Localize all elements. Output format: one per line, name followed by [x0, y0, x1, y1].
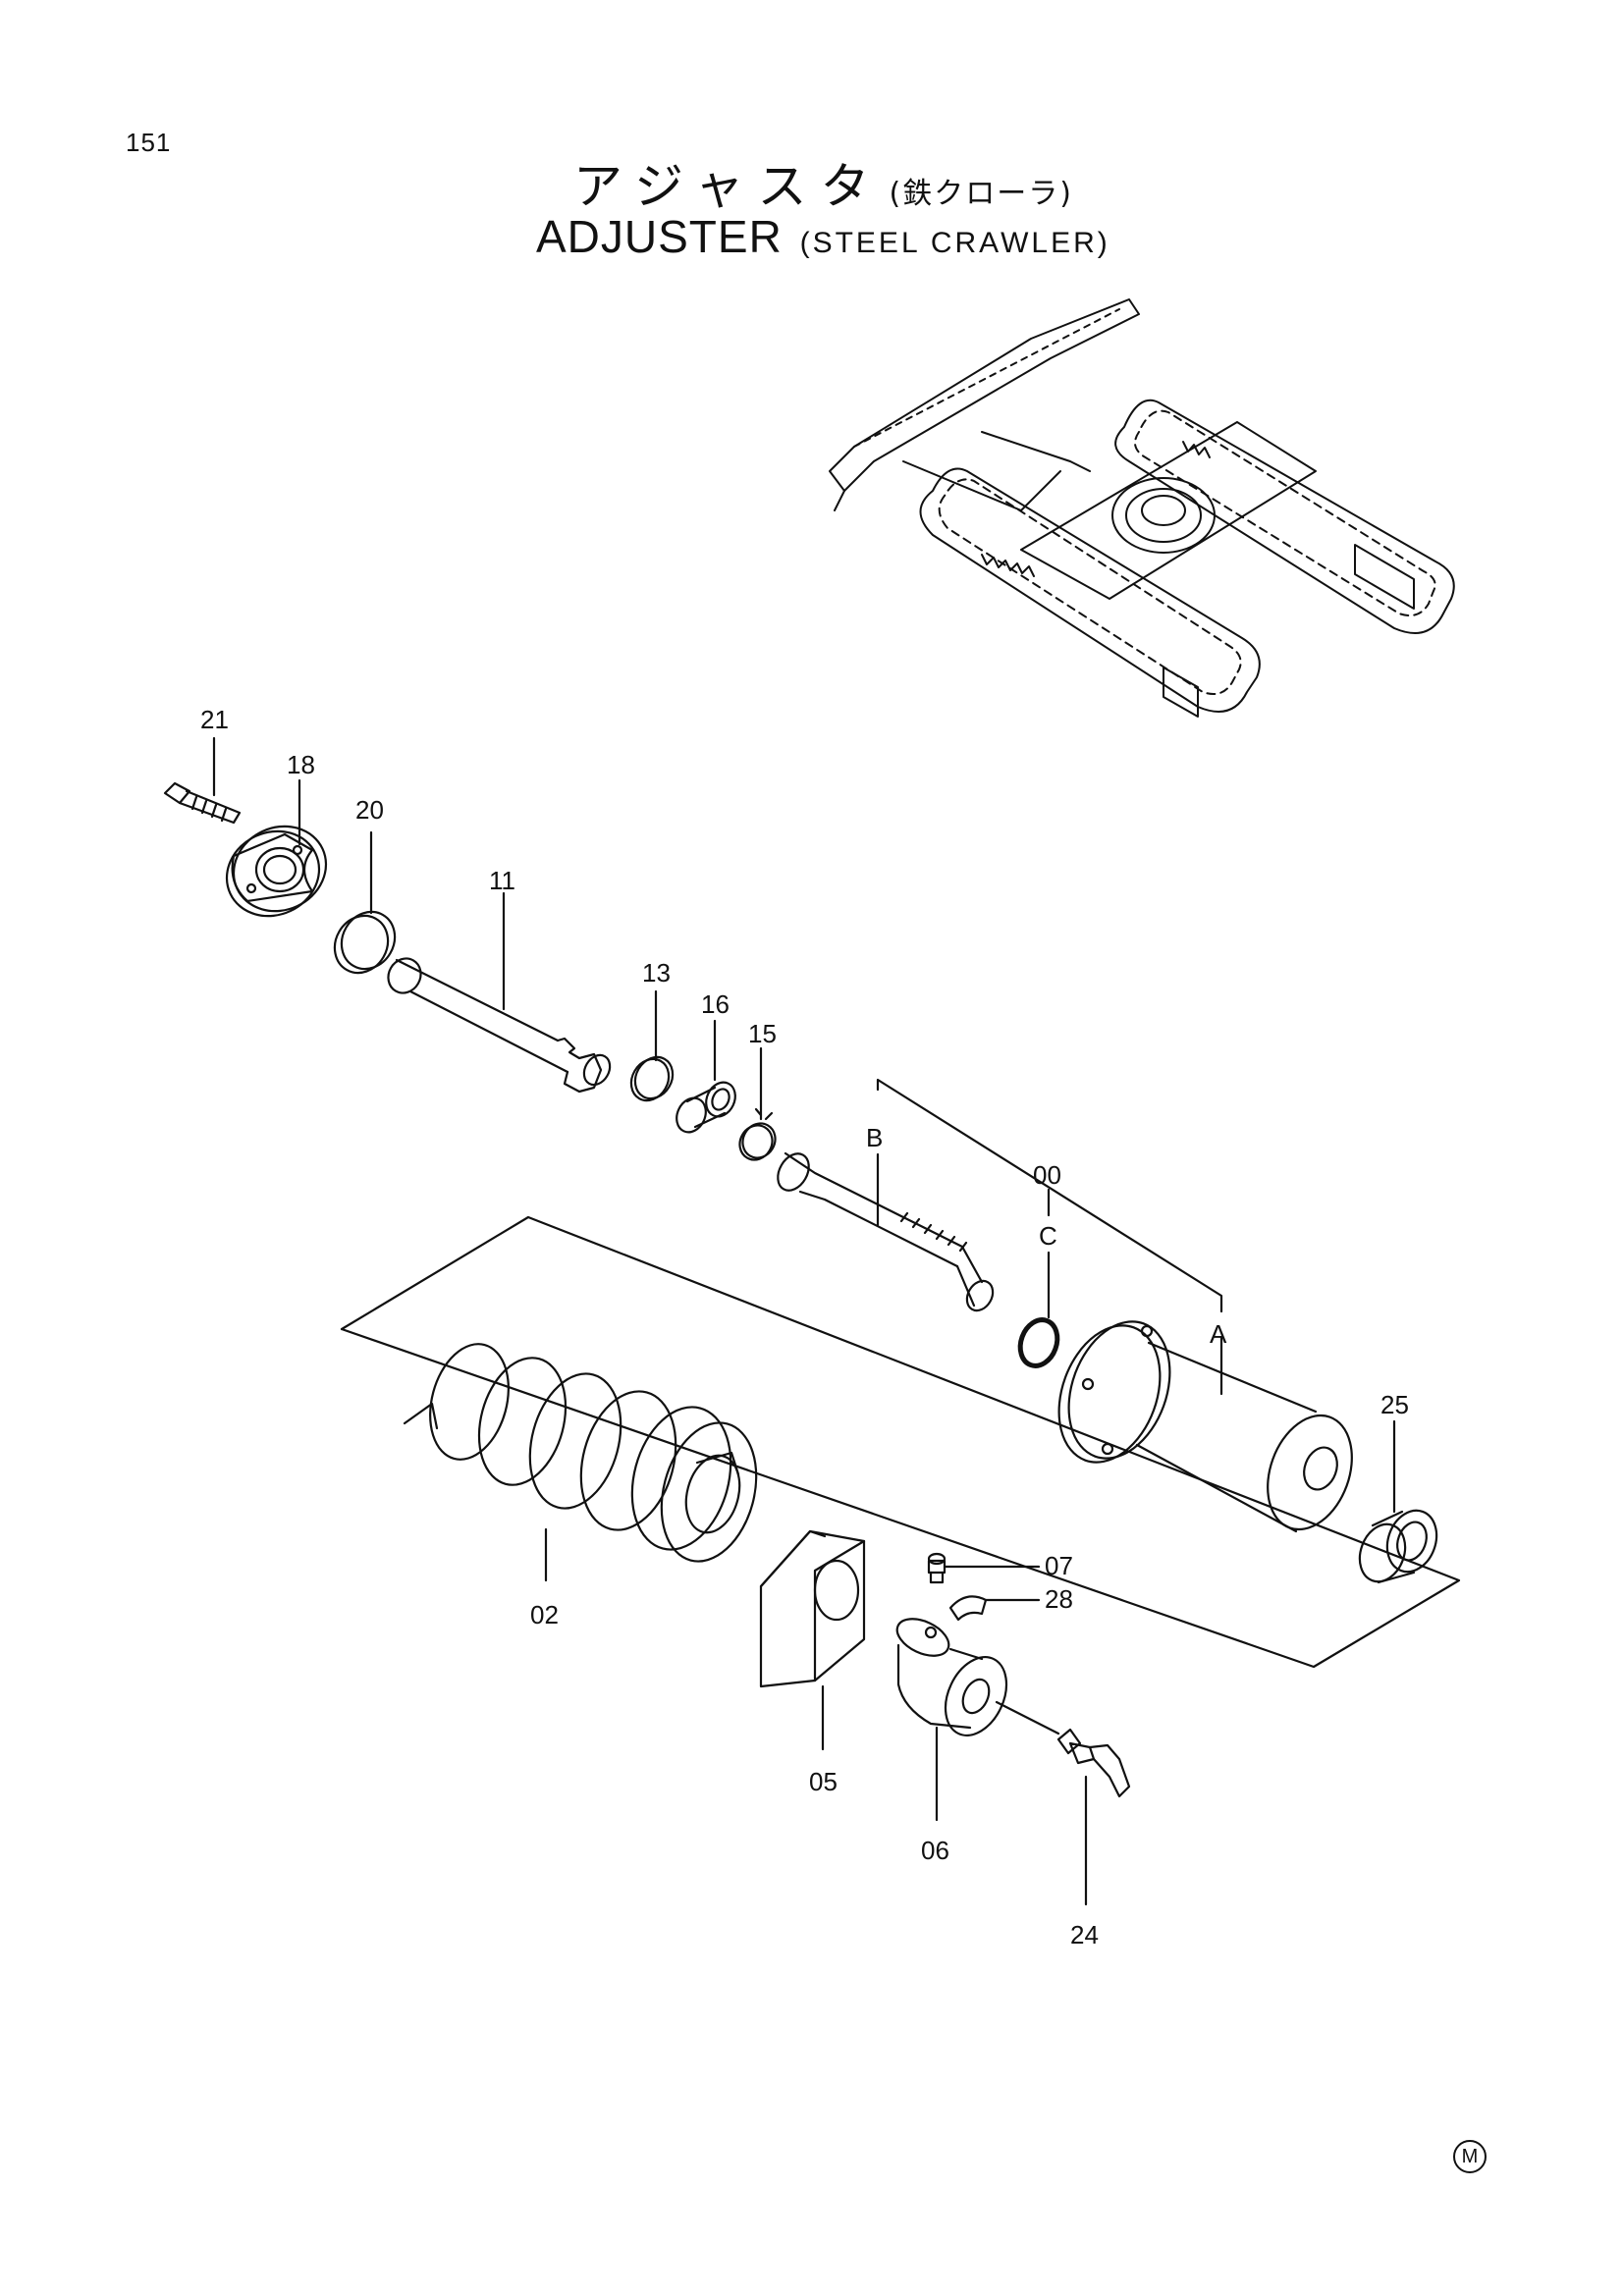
title-japanese-sub: (鉄クローラ) — [889, 177, 1073, 211]
label-02: 02 — [530, 1600, 559, 1629]
title-japanese-main: アジャスタ — [573, 158, 884, 215]
part-25-bushing — [1358, 1419, 1438, 1584]
part-05-bracket — [759, 1529, 866, 1751]
label-16: 16 — [701, 989, 730, 1019]
label-00: 00 — [1033, 1160, 1061, 1190]
part-20-ring — [333, 830, 397, 975]
title-english: ADJUSTER (STEEL CRAWLER) — [536, 210, 1110, 263]
part-13-ring — [629, 989, 675, 1102]
part-07-grease-nipple — [927, 1552, 1041, 1584]
label-06: 06 — [921, 1836, 949, 1865]
label-07: 07 — [1045, 1551, 1073, 1580]
title-japanese: アジャスタ(鉄クローラ) — [573, 147, 1073, 218]
part-11-rod — [387, 891, 612, 1094]
part-a-cylinder-assembly — [876, 1078, 1353, 1533]
label-b: B — [866, 1123, 883, 1152]
label-05: 05 — [809, 1767, 838, 1796]
label-20: 20 — [355, 795, 384, 825]
part-labels: 21 18 20 11 13 16 15 B 00 C A 25 07 28 0… — [200, 705, 1409, 1949]
part-15-snap-ring — [738, 1046, 777, 1161]
label-21: 21 — [200, 705, 229, 734]
label-11: 11 — [489, 866, 515, 895]
label-28: 28 — [1045, 1584, 1073, 1614]
spring-group-bracket — [340, 1215, 1461, 1669]
part-02-spring — [403, 1343, 758, 1582]
title-english-main: ADJUSTER — [536, 211, 783, 262]
label-25: 25 — [1380, 1390, 1409, 1419]
page-number: 151 — [126, 128, 172, 157]
title-english-sub: (STEEL CRAWLER) — [799, 227, 1110, 259]
label-13: 13 — [642, 958, 671, 988]
part-24-fitting — [1056, 1728, 1131, 1906]
part-18-flange — [225, 778, 328, 918]
part-16-bushing — [676, 1019, 736, 1134]
label-18: 18 — [287, 750, 315, 779]
part-b-piston-rod — [777, 1151, 995, 1312]
part-06-holder — [895, 1618, 1060, 1822]
label-a: A — [1210, 1319, 1227, 1349]
label-24: 24 — [1070, 1920, 1099, 1949]
label-c: C — [1039, 1221, 1057, 1251]
part-28-shim — [948, 1595, 1041, 1622]
footer-circled-mark: M — [1453, 2140, 1487, 2173]
undercarriage-overview-sketch — [829, 298, 1455, 718]
label-15: 15 — [748, 1019, 777, 1048]
part-21-bolt — [163, 736, 242, 825]
